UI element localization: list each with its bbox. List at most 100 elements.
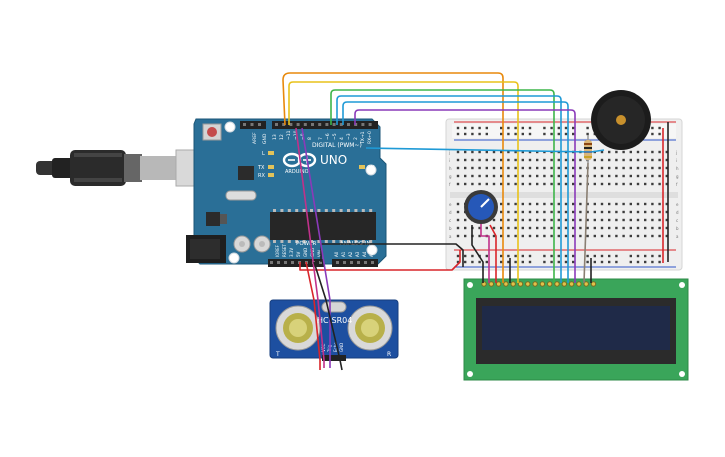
breadboard-hole[interactable] (543, 166, 546, 170)
breadboard-hole[interactable] (514, 126, 517, 130)
header-pin[interactable] (258, 123, 261, 126)
breadboard-hole[interactable] (492, 182, 496, 186)
breadboard-hole[interactable] (572, 210, 575, 214)
breadboard-hole[interactable] (471, 174, 474, 178)
breadboard-hole[interactable] (608, 150, 611, 154)
breadboard-hole[interactable] (629, 218, 632, 222)
breadboard-hole[interactable] (471, 132, 474, 136)
breadboard-hole[interactable] (651, 158, 654, 162)
breadboard-hole[interactable] (629, 150, 632, 154)
lcd-pin[interactable] (525, 281, 531, 287)
header-pin[interactable] (325, 123, 329, 126)
breadboard-hole[interactable] (521, 132, 524, 136)
breadboard-hole[interactable] (615, 210, 618, 214)
breadboard-hole[interactable] (593, 210, 596, 214)
breadboard-hole[interactable] (543, 260, 546, 264)
breadboard-hole[interactable] (521, 254, 524, 258)
breadboard-hole[interactable] (471, 166, 474, 170)
breadboard-hole[interactable] (478, 150, 481, 154)
breadboard-hole[interactable] (600, 158, 604, 162)
breadboard-hole[interactable] (564, 174, 568, 178)
breadboard-hole[interactable] (579, 202, 582, 206)
breadboard-hole[interactable] (500, 182, 503, 186)
breadboard-hole[interactable] (507, 174, 510, 178)
breadboard-hole[interactable] (572, 234, 575, 238)
breadboard-hole[interactable] (478, 226, 481, 230)
breadboard-hole[interactable] (608, 166, 611, 170)
breadboard-hole[interactable] (600, 182, 604, 186)
breadboard-hole[interactable] (564, 182, 568, 186)
breadboard-hole[interactable] (543, 158, 546, 162)
breadboard-hole[interactable] (528, 158, 532, 162)
lcd-pin[interactable] (583, 281, 589, 287)
breadboard-hole[interactable] (521, 210, 524, 214)
breadboard-hole[interactable] (485, 166, 488, 170)
breadboard-hole[interactable] (507, 150, 510, 154)
breadboard-hole[interactable] (536, 218, 539, 222)
breadboard-hole[interactable] (629, 166, 632, 170)
breadboard-hole[interactable] (593, 158, 596, 162)
breadboard-hole[interactable] (564, 234, 568, 238)
breadboard-hole[interactable] (485, 132, 488, 136)
header-pin[interactable] (303, 123, 307, 126)
breadboard-hole[interactable] (665, 158, 668, 162)
breadboard-hole[interactable] (572, 126, 575, 130)
breadboard-hole[interactable] (557, 182, 560, 186)
header-pin[interactable] (371, 261, 374, 264)
breadboard-hole[interactable] (579, 166, 582, 170)
lcd-pin[interactable] (517, 281, 524, 287)
breadboard-hole[interactable] (464, 174, 467, 178)
breadboard-hole[interactable] (543, 132, 546, 136)
lcd-pin[interactable] (561, 281, 567, 287)
breadboard-hole[interactable] (478, 234, 481, 238)
breadboard-hole[interactable] (608, 210, 611, 214)
lcd-pin[interactable] (568, 281, 575, 287)
breadboard-hole[interactable] (500, 158, 503, 162)
breadboard-hole[interactable] (622, 174, 625, 178)
breadboard-hole[interactable] (514, 174, 517, 178)
breadboard-hole[interactable] (651, 166, 654, 170)
breadboard-hole[interactable] (514, 150, 517, 154)
breadboard-hole[interactable] (557, 174, 560, 178)
breadboard-hole[interactable] (507, 166, 510, 170)
breadboard-hole[interactable] (528, 260, 532, 264)
breadboard-hole[interactable] (507, 260, 510, 264)
breadboard-hole[interactable] (550, 218, 553, 222)
breadboard-hole[interactable] (528, 126, 532, 130)
breadboard-hole[interactable] (492, 174, 496, 178)
breadboard-hole[interactable] (464, 158, 467, 162)
breadboard-hole[interactable] (521, 158, 524, 162)
breadboard-hole[interactable] (579, 158, 582, 162)
breadboard-hole[interactable] (500, 226, 503, 230)
breadboard-hole[interactable] (507, 132, 510, 136)
breadboard-hole[interactable] (557, 132, 560, 136)
breadboard-hole[interactable] (586, 132, 589, 136)
breadboard-hole[interactable] (507, 226, 510, 230)
breadboard-hole[interactable] (521, 260, 524, 264)
breadboard-hole[interactable] (485, 254, 488, 258)
breadboard-hole[interactable] (658, 254, 661, 258)
breadboard-hole[interactable] (557, 210, 560, 214)
breadboard-hole[interactable] (665, 150, 668, 154)
breadboard-hole[interactable] (608, 158, 611, 162)
breadboard-hole[interactable] (658, 158, 661, 162)
breadboard-hole[interactable] (665, 166, 668, 170)
breadboard-hole[interactable] (579, 234, 582, 238)
breadboard-hole[interactable] (600, 218, 604, 222)
breadboard-hole[interactable] (557, 158, 560, 162)
breadboard-hole[interactable] (586, 234, 589, 238)
breadboard-hole[interactable] (521, 174, 524, 178)
breadboard-hole[interactable] (471, 158, 474, 162)
breadboard-hole[interactable] (658, 260, 661, 264)
breadboard-hole[interactable] (478, 158, 481, 162)
breadboard-hole[interactable] (658, 218, 661, 222)
breadboard-hole[interactable] (464, 260, 467, 264)
breadboard-hole[interactable] (572, 218, 575, 222)
breadboard-hole[interactable] (492, 218, 496, 222)
breadboard-hole[interactable] (665, 234, 668, 238)
breadboard-hole[interactable] (564, 210, 568, 214)
breadboard-hole[interactable] (658, 234, 661, 238)
breadboard-hole[interactable] (536, 226, 539, 230)
breadboard-hole[interactable] (557, 126, 560, 130)
breadboard-hole[interactable] (478, 182, 481, 186)
